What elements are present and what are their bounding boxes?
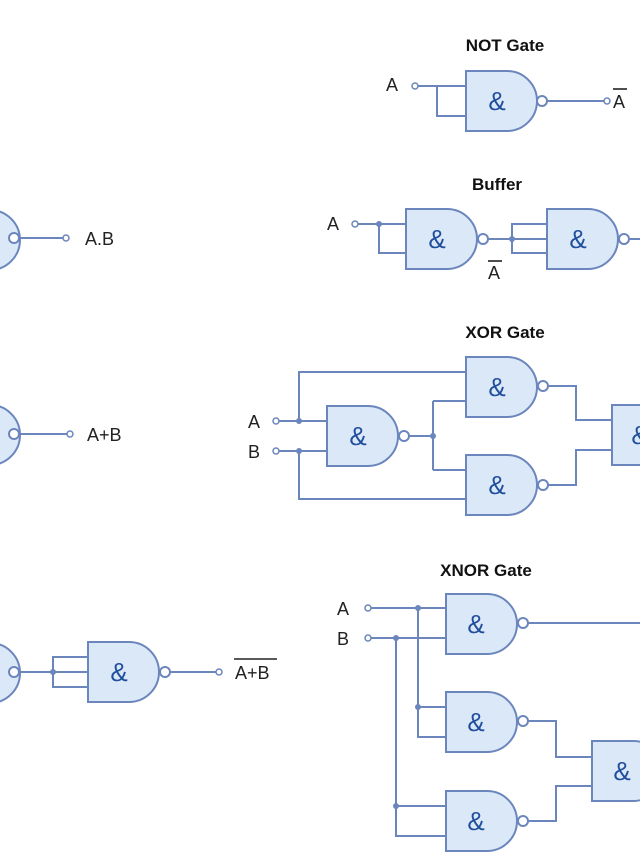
xor-upper-bubble bbox=[537, 380, 549, 392]
nor-output-terminal bbox=[215, 668, 223, 676]
nor-final-bubble bbox=[159, 666, 171, 678]
xnor-junction-b bbox=[393, 635, 399, 641]
xnor-distribution-wires bbox=[395, 608, 446, 837]
xnor-bottom-nand-gate bbox=[445, 790, 518, 852]
nor-final-gate-symbol: & bbox=[110, 657, 127, 687]
buffer-section: Buffer A & A & bbox=[327, 175, 640, 283]
xor-upper-gate-symbol: & bbox=[488, 372, 505, 402]
xnor-junction-b2 bbox=[393, 803, 399, 809]
not-input-terminal bbox=[411, 82, 419, 90]
xnor-input-a-terminal bbox=[364, 604, 372, 612]
and-output-terminal bbox=[62, 234, 70, 242]
buffer-first-nand-gate bbox=[405, 208, 478, 270]
xor-junction-b bbox=[296, 448, 302, 454]
buffer-input-junction bbox=[376, 221, 382, 227]
not-output-terminal bbox=[603, 97, 611, 105]
xnor-gate-title: XNOR Gate bbox=[440, 561, 532, 580]
xnor-input-a-label: A bbox=[337, 599, 349, 619]
xor-gate-section: XOR Gate A B & & & & bbox=[248, 323, 640, 516]
xnor-middle-bubble bbox=[517, 715, 529, 727]
xnor-top-nand-gate bbox=[445, 593, 518, 655]
buffer-input-wire bbox=[358, 223, 406, 254]
buffer-middle-junction bbox=[509, 236, 515, 242]
buffer-middle-wire bbox=[488, 223, 547, 254]
or-output-label: A+B bbox=[87, 425, 122, 445]
and-output-bubble bbox=[8, 232, 20, 244]
xor-gate-title: XOR Gate bbox=[465, 323, 544, 342]
xor-input-b-terminal bbox=[272, 447, 280, 455]
xor-input-b-label: B bbox=[248, 442, 260, 462]
nor-middle-junction bbox=[50, 669, 56, 675]
xnor-output-wires bbox=[528, 622, 640, 822]
xnor-gate-section: XNOR Gate A B & & & & bbox=[337, 561, 640, 852]
xor-middle-wires bbox=[409, 400, 466, 471]
nor-gate-section: & A+B bbox=[0, 641, 277, 703]
not-output-label: A bbox=[613, 92, 625, 112]
xnor-middle-gate-symbol: & bbox=[467, 707, 484, 737]
xnor-junction-a bbox=[415, 605, 421, 611]
xor-first-nand-gate bbox=[326, 405, 399, 467]
xor-middle-junction bbox=[430, 433, 436, 439]
and-output-label: A.B bbox=[85, 229, 114, 249]
xor-input-wires bbox=[279, 420, 327, 452]
buffer-first-gate-symbol: & bbox=[428, 224, 445, 254]
not-output-bubble bbox=[536, 95, 548, 107]
buffer-mid-label: A bbox=[488, 263, 500, 283]
buffer-second-nand-gate bbox=[546, 208, 619, 270]
xor-lower-gate-symbol: & bbox=[488, 470, 505, 500]
xnor-final-nand-gate bbox=[591, 740, 640, 802]
buffer-input-label: A bbox=[327, 214, 339, 234]
xnor-input-wires bbox=[371, 607, 446, 639]
nor-final-nand-gate bbox=[87, 641, 160, 703]
xor-input-a-label: A bbox=[248, 412, 260, 432]
not-gate-section: NOT Gate A & A bbox=[386, 36, 627, 132]
xnor-middle-nand-gate bbox=[445, 691, 518, 753]
and-gate-section: A.B bbox=[0, 210, 114, 270]
xor-bypass-wires bbox=[298, 371, 466, 500]
xor-lower-nand-gate bbox=[465, 454, 538, 516]
xor-lower-bubble bbox=[537, 479, 549, 491]
xnor-bottom-gate-symbol: & bbox=[467, 806, 484, 836]
buffer-second-gate-symbol: & bbox=[569, 224, 586, 254]
xor-final-nand-gate bbox=[611, 404, 640, 466]
xnor-junction-a2 bbox=[415, 704, 421, 710]
or-gate-section: A+B bbox=[0, 405, 122, 465]
xnor-input-b-label: B bbox=[337, 629, 349, 649]
buffer-input-terminal bbox=[351, 220, 359, 228]
xnor-final-gate-symbol: & bbox=[613, 756, 630, 786]
xnor-bottom-bubble bbox=[517, 815, 529, 827]
xnor-top-gate-symbol: & bbox=[467, 609, 484, 639]
nor-left-bubble bbox=[8, 666, 20, 678]
xor-output-wires bbox=[548, 385, 612, 486]
xnor-top-bubble bbox=[517, 617, 529, 629]
not-gate-symbol: & bbox=[488, 86, 505, 116]
xnor-input-b-terminal bbox=[364, 634, 372, 642]
buffer-title: Buffer bbox=[472, 175, 522, 194]
xor-input-a-terminal bbox=[272, 417, 280, 425]
not-input-label: A bbox=[386, 75, 398, 95]
xor-final-gate-symbol: & bbox=[631, 420, 640, 450]
or-output-bubble bbox=[8, 428, 20, 440]
buffer-second-bubble bbox=[618, 233, 630, 245]
or-output-terminal bbox=[66, 430, 74, 438]
not-input-wire bbox=[418, 85, 466, 117]
xor-upper-nand-gate bbox=[465, 356, 538, 418]
xor-junction-a bbox=[296, 418, 302, 424]
xor-first-bubble bbox=[398, 430, 410, 442]
buffer-first-bubble bbox=[477, 233, 489, 245]
nor-output-label: A+B bbox=[235, 663, 270, 683]
not-gate-title: NOT Gate bbox=[466, 36, 544, 55]
xor-first-gate-symbol: & bbox=[349, 421, 366, 451]
